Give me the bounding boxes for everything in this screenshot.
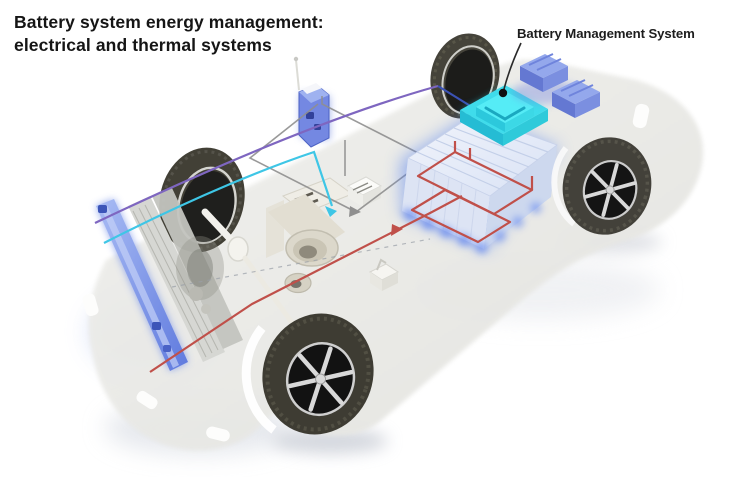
ecu-box-2: [369, 258, 399, 291]
gray-arrowhead: [349, 206, 361, 217]
electric-motor: [266, 177, 354, 294]
wheel-front-right: [241, 313, 374, 435]
red-arrowhead: [391, 224, 403, 236]
radiator: [96, 199, 188, 371]
callout-dot: [498, 88, 508, 98]
bumper-clips: [82, 103, 650, 442]
hv-wire-red: [149, 141, 534, 373]
ecu-box-1: [346, 176, 383, 207]
battery-pack: [400, 112, 560, 253]
dashed-guide-line: [171, 238, 431, 288]
wheel-rear-right: [551, 137, 652, 235]
title-line-1: Battery system energy management:: [14, 12, 324, 32]
pe-module-2: [552, 79, 600, 118]
wire-navy: [437, 85, 473, 108]
title-line-2: electrical and thermal systems: [14, 35, 272, 55]
callout-leader: [498, 42, 522, 98]
title: Battery system energy management: electr…: [14, 11, 324, 57]
cooling-pack: [128, 188, 243, 362]
coolant-wire-cyan: [103, 150, 337, 244]
callout-label: Battery Management System: [517, 26, 695, 41]
wire-purple: [94, 84, 439, 224]
